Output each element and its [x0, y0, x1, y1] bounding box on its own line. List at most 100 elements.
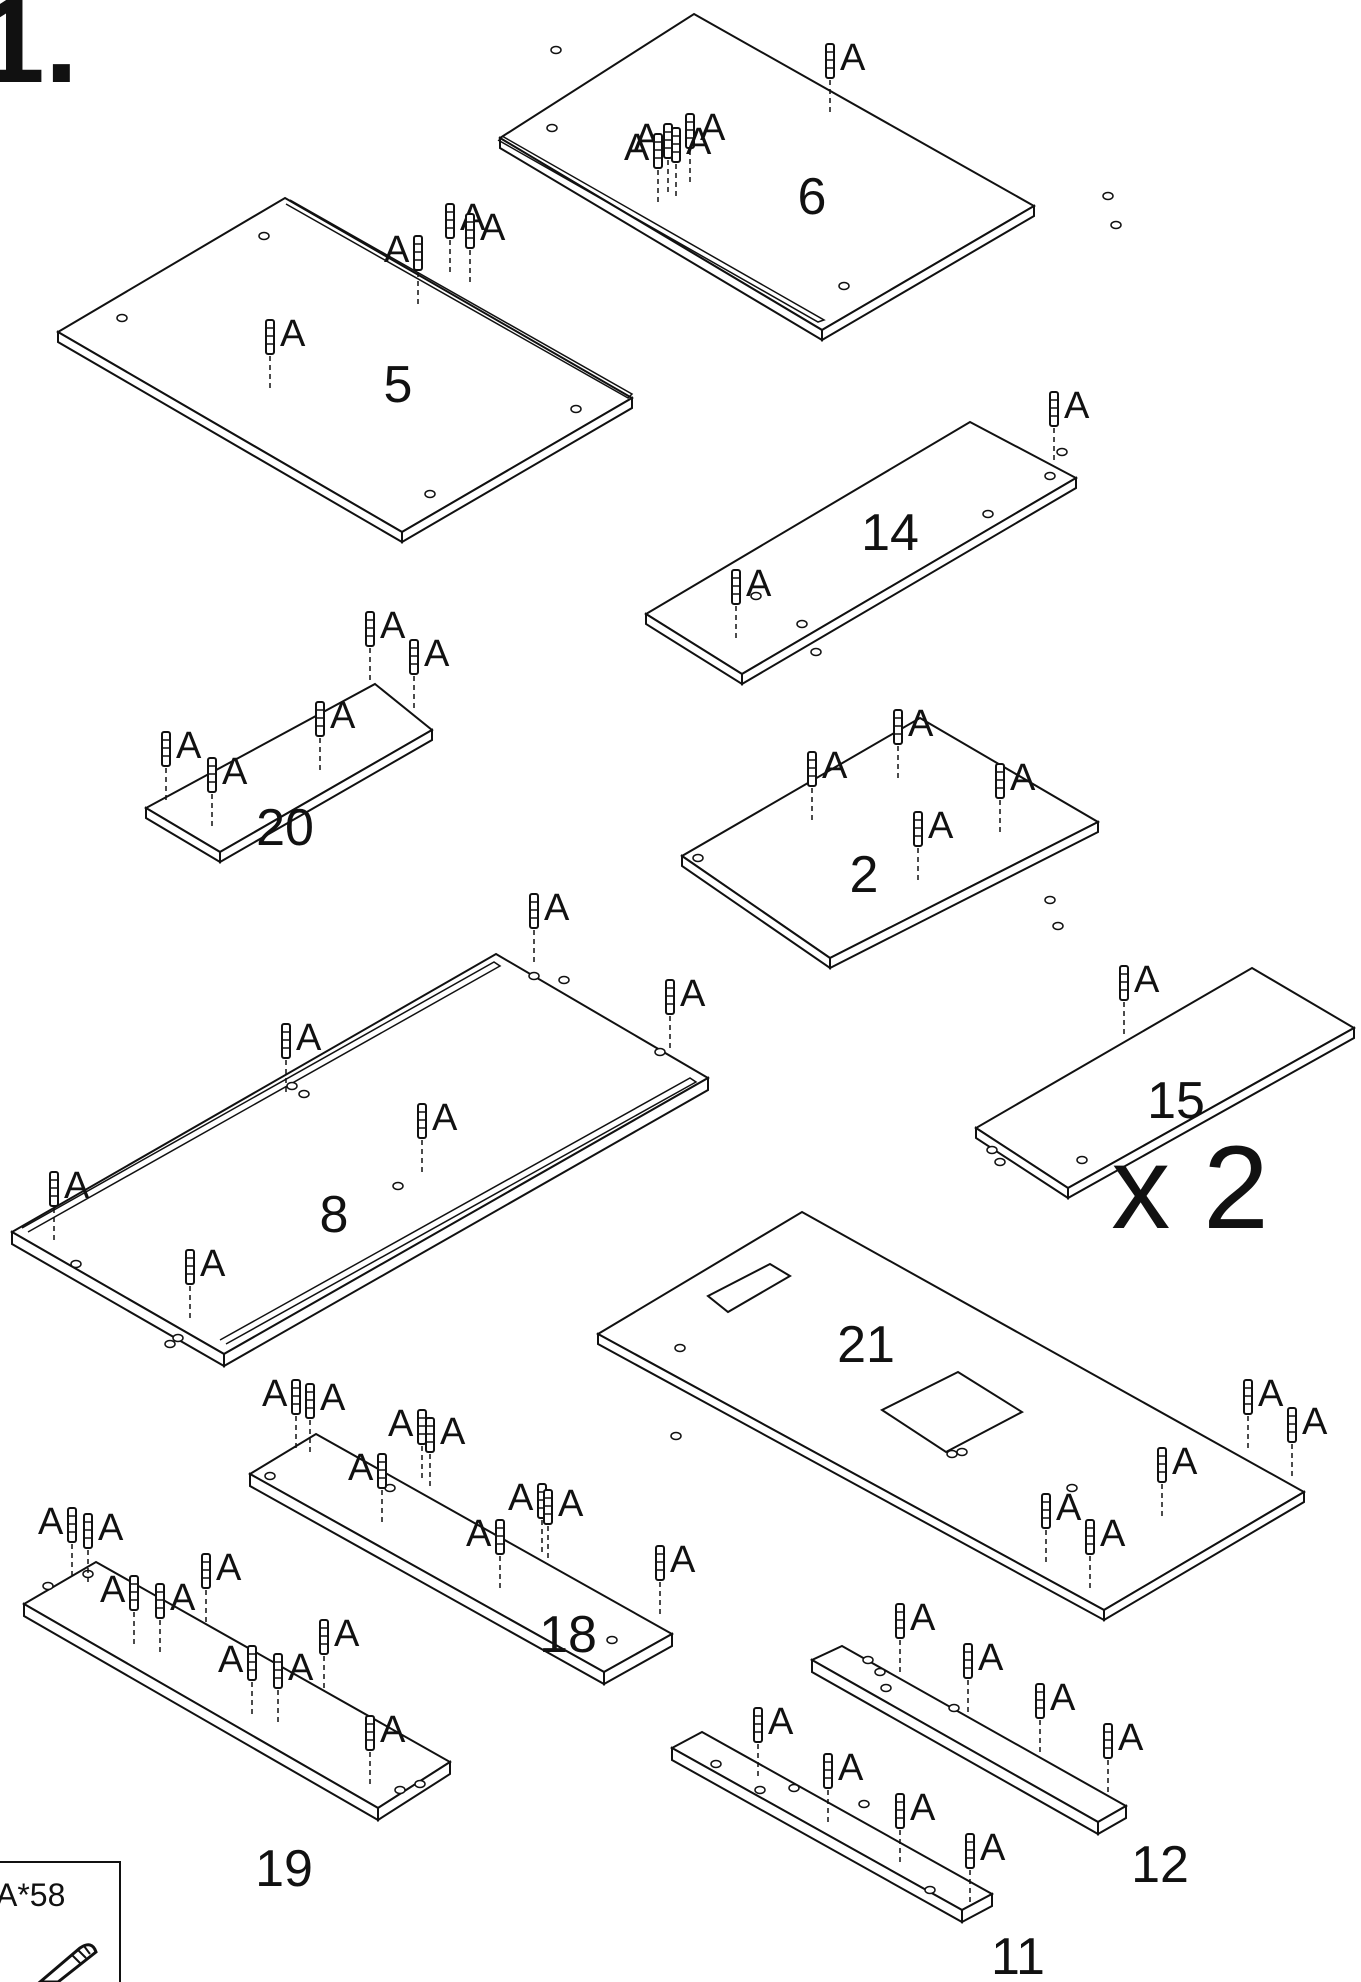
- dowel-marker: A: [753, 1701, 794, 1778]
- dowel-hole: [394, 1785, 406, 1795]
- dowel-grooves: [672, 135, 680, 153]
- dowel-label: A: [1172, 1441, 1198, 1483]
- dowel-label: A: [388, 1403, 414, 1445]
- dowel-label: A: [380, 1709, 406, 1751]
- dowel-hole: [424, 489, 436, 499]
- dowel-marker: A: [161, 725, 202, 802]
- part-label-20: 20: [256, 799, 314, 857]
- dowel-body: [529, 893, 539, 929]
- dowel-label: A: [100, 1569, 126, 1611]
- dowel-marker: A: [995, 757, 1036, 834]
- dowel-hole: [1044, 471, 1056, 481]
- dowel-marker: A: [508, 1477, 547, 1554]
- dowel-grooves: [964, 1651, 972, 1669]
- dowel-label: A: [330, 695, 356, 737]
- dowel-label: A: [262, 1373, 288, 1415]
- dowel-hole: [1056, 447, 1068, 457]
- dowel-marker: A: [1041, 1487, 1082, 1564]
- panel-5: [56, 196, 634, 544]
- dowel-hole: [674, 1343, 686, 1353]
- dowel-label: A: [1050, 1677, 1076, 1719]
- dowel-hole: [392, 1181, 404, 1191]
- panel-19-top-face: [22, 1560, 452, 1810]
- dowel-body: [247, 1645, 257, 1681]
- dowel-marker: A: [319, 1613, 360, 1690]
- dowel-body: [663, 123, 673, 159]
- panel-18-top-face: [248, 1432, 675, 1674]
- dowel-body: [1287, 1407, 1297, 1443]
- dowel-label: A: [544, 887, 570, 929]
- dowel-label: A: [432, 1097, 458, 1139]
- dowel-grooves: [826, 51, 834, 69]
- dowel-grooves: [996, 771, 1004, 789]
- dowel-hole: [1066, 1483, 1078, 1493]
- dowel-label: A: [928, 805, 954, 847]
- panel-14: [644, 420, 1079, 686]
- dowel-grooves: [414, 243, 422, 261]
- dowel-body: [185, 1249, 195, 1285]
- dowel-grooves: [274, 1661, 282, 1679]
- dowel-label: A: [908, 703, 934, 745]
- dowel-holes: [42, 45, 1122, 1895]
- dowel-grooves: [808, 759, 816, 777]
- dowel-label: A: [348, 1447, 374, 1489]
- dowel-body: [67, 1507, 77, 1543]
- dowel-hole: [750, 591, 762, 601]
- dowel-label: A: [384, 229, 410, 271]
- panel-8: [9, 952, 710, 1368]
- dowel-label: A: [670, 1539, 696, 1581]
- dowel-label: A: [200, 1243, 226, 1285]
- dowel-body: [291, 1379, 301, 1415]
- dowel-hole: [858, 1799, 870, 1809]
- dowel-label: A: [64, 1165, 90, 1207]
- dowel-hole: [880, 1683, 892, 1693]
- dowel-grooves: [156, 1591, 164, 1609]
- dowel-body: [1119, 965, 1129, 1001]
- part-label-14: 14: [861, 504, 919, 562]
- dowel-body: [731, 569, 741, 605]
- dowel-marker: A: [965, 1827, 1006, 1904]
- dowel-grooves: [1288, 1415, 1296, 1433]
- dowel-body: [1049, 391, 1059, 427]
- dowel-grooves: [68, 1515, 76, 1533]
- dowel-grooves: [202, 1561, 210, 1579]
- dowel-marker: A: [685, 107, 726, 184]
- dowel-grooves: [466, 221, 474, 239]
- panel-6-top-face: [498, 12, 1037, 332]
- part-label-5: 5: [384, 356, 413, 414]
- dowel-hole: [692, 853, 704, 863]
- panel-6: [498, 12, 1037, 342]
- dowel-marker: A: [1243, 1373, 1284, 1450]
- dowel-grooves: [666, 987, 674, 1005]
- dowel-body: [409, 639, 419, 675]
- dowel-body: [201, 1553, 211, 1589]
- dowel-label: A: [558, 1483, 584, 1525]
- dowel-body: [1035, 1683, 1045, 1719]
- dowel-body: [995, 763, 1005, 799]
- dowel-marker: A: [671, 121, 712, 198]
- dowel-marker: A: [281, 1017, 322, 1094]
- dowel-hole: [558, 975, 570, 985]
- dowel-grooves: [208, 765, 216, 783]
- dowel-label: A: [978, 1637, 1004, 1679]
- dowel-label: A: [288, 1647, 314, 1689]
- panel-5-side-edge: [401, 396, 633, 544]
- dowel-label: A: [700, 107, 726, 149]
- dowel-grooves: [366, 1723, 374, 1741]
- dowel-grooves: [84, 1521, 92, 1539]
- dowel-hole: [286, 1081, 298, 1091]
- dowel-label: A: [1258, 1373, 1284, 1415]
- dowel-body: [753, 1707, 763, 1743]
- dowel-label: A: [480, 207, 506, 249]
- panel-20-side-edge: [219, 728, 433, 864]
- dowel-grooves: [530, 901, 538, 919]
- dowel-grooves: [896, 1611, 904, 1629]
- dowel-label: A: [222, 751, 248, 793]
- dowel-marker: A: [893, 703, 934, 780]
- dowel-grooves: [1158, 1455, 1166, 1473]
- dowel-body: [495, 1519, 505, 1555]
- dowel-body: [315, 701, 325, 737]
- dowel-body: [413, 235, 423, 271]
- dowel-hole: [838, 281, 850, 291]
